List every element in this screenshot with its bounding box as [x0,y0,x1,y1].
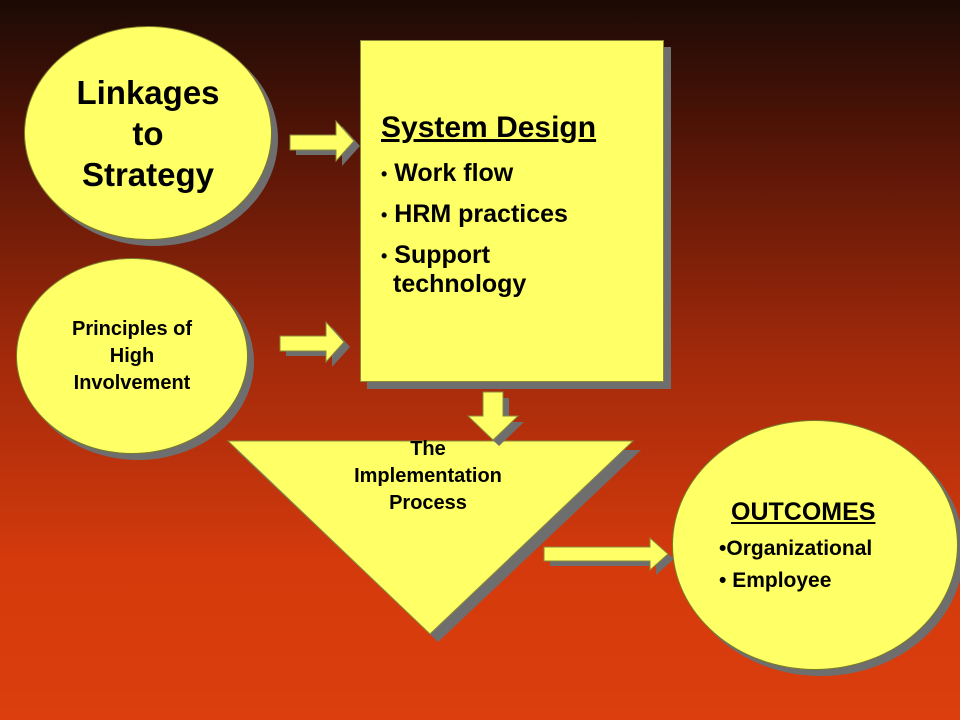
system-design-item-hrm: • HRM practices [381,200,568,228]
outcomes-node: OUTCOMES •Organizational • Employee [672,420,958,670]
system-design-item-support-continuation: technology [393,270,527,298]
system-design-item-support: • Support [381,241,491,269]
implementation-line-1: The [410,438,446,460]
system-design-item-workflow: • Work flow [381,159,514,187]
linkages-line-3: Strategy [81,155,215,193]
outcomes-title: OUTCOMES [731,497,876,526]
system-design-title: System Design [381,111,597,144]
principles-line-2: High [109,344,155,367]
outcomes-item-organizational: •Organizational [719,536,873,560]
arrow-principles-to-system-design [279,320,350,367]
implementation-label: The Implementation Process [318,436,538,517]
principles-line-3: Involvement [73,371,191,394]
arrow-system-design-to-implementation [466,391,524,446]
outcomes-item-employee: • Employee [719,568,832,592]
linkages-line-2: to [132,114,164,152]
arrow-implementation-to-outcomes [543,536,674,575]
principles-of-high-involvement-node: Principles of High Involvement [16,258,248,454]
linkages-line-1: Linkages [76,73,220,111]
arrow-linkages-to-system-design [289,119,360,166]
implementation-line-2: Implementation [354,465,502,487]
system-design-box: System Design • Work flow • HRM practice… [360,40,664,382]
implementation-line-3: Process [389,492,467,514]
principles-line-1: Principles of [71,317,193,340]
linkages-to-strategy-node: Linkages to Strategy [24,26,272,240]
